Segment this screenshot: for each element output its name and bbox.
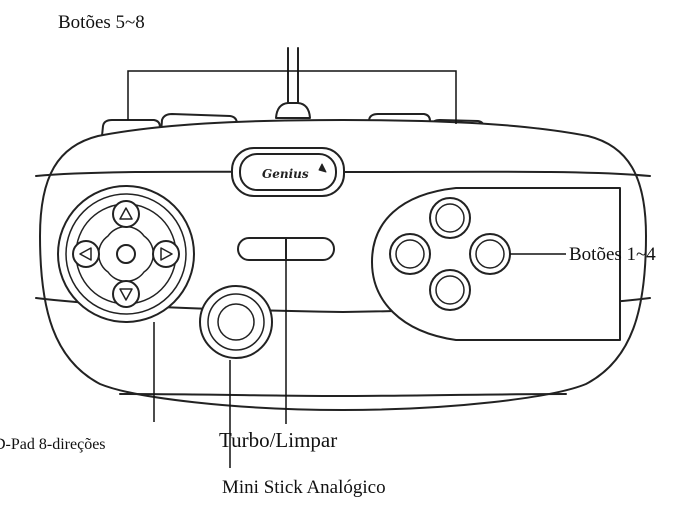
dpad-left bbox=[72, 240, 100, 268]
dpad-down bbox=[112, 280, 140, 308]
arrow-up-icon bbox=[119, 207, 133, 220]
face-buttons bbox=[371, 187, 621, 341]
genius-logo bbox=[231, 147, 345, 197]
analog-stick bbox=[199, 285, 273, 359]
label-dpad: D-Pad 8-direções bbox=[0, 436, 106, 453]
dpad-center bbox=[116, 244, 136, 264]
arrow-right-icon bbox=[160, 247, 173, 261]
label-stick: Mini Stick Analógico bbox=[222, 477, 386, 498]
dpad-right bbox=[152, 240, 180, 268]
face-button-right bbox=[469, 233, 511, 275]
face-button-bottom bbox=[429, 269, 471, 311]
face-button-top bbox=[429, 197, 471, 239]
label-buttons-1-4: Botões 1~4 bbox=[569, 244, 656, 265]
arrow-left-icon bbox=[79, 247, 92, 261]
turbo-clear-buttons bbox=[237, 237, 335, 261]
face-button-left bbox=[389, 233, 431, 275]
logo-text: Genius bbox=[262, 167, 309, 181]
arrow-down-icon bbox=[119, 288, 133, 301]
leader-lines bbox=[127, 70, 566, 468]
label-buttons-5-8: Botões 5~8 bbox=[58, 12, 145, 33]
leader-top bbox=[127, 70, 457, 124]
label-turbo: Turbo/Limpar bbox=[219, 428, 338, 452]
dpad-up bbox=[112, 200, 140, 228]
cable bbox=[275, 47, 311, 119]
dpad bbox=[57, 185, 195, 323]
